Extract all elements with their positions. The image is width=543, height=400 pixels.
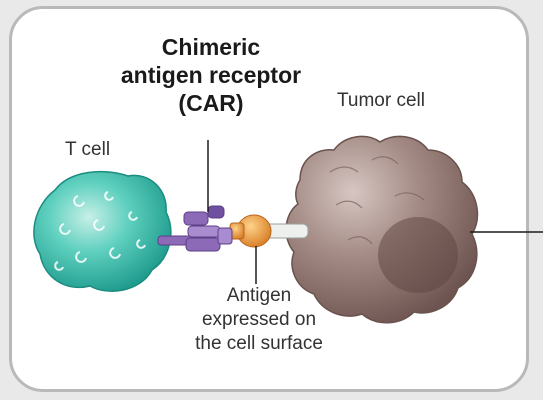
car-title-line: Chimeric bbox=[161, 34, 261, 60]
antigen-icon bbox=[229, 214, 309, 248]
t-cell-icon bbox=[33, 170, 172, 292]
tumor-cell-label: Tumor cell bbox=[337, 90, 425, 111]
car-title-line: antigen receptor bbox=[120, 62, 302, 88]
car-title: Chimeric antigen receptor (CAR) bbox=[98, 33, 324, 117]
antigen-label-line: Antigen bbox=[226, 285, 292, 306]
antigen-label: Antigen expressed on the cell surface bbox=[150, 284, 368, 356]
antigen-label-line: the cell surface bbox=[195, 333, 323, 354]
tumor-cell-icon bbox=[285, 135, 479, 324]
car-title-line: (CAR) bbox=[178, 90, 244, 116]
t-cell-label: T cell bbox=[65, 139, 111, 160]
antigen-label-line: expressed on bbox=[201, 309, 317, 330]
car-receptor-icon bbox=[157, 205, 233, 252]
